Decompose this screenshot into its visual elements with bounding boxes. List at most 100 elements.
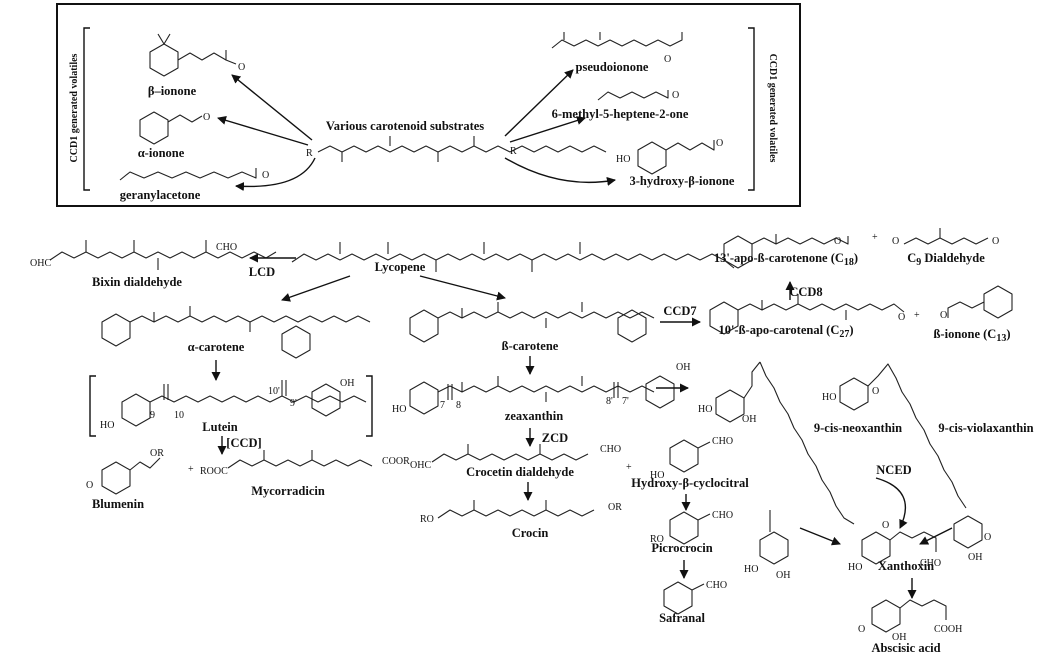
arrow-nced bbox=[875, 477, 908, 529]
c9-dialdehyde-structure: O O bbox=[892, 228, 999, 247]
alpha-carotene-structure bbox=[101, 306, 371, 359]
violaxanthin-ho-label: HO bbox=[822, 392, 836, 403]
arrow-violaxanthin-to-xanthoxin bbox=[919, 527, 953, 545]
rooc-label: ROOC bbox=[200, 466, 228, 477]
violaxanthin-oh-label: OH bbox=[968, 552, 982, 563]
arrow-to-methylheptenone bbox=[509, 116, 586, 143]
substrate-r-left: R bbox=[306, 148, 313, 159]
alpha-carotene-label: α-carotene bbox=[188, 340, 245, 354]
aba-oh-label: OH bbox=[892, 632, 906, 643]
neoxanthin-ho2-label: HO bbox=[744, 564, 758, 575]
arrow-lycopene-to-beta-carotene bbox=[419, 275, 506, 301]
lutein-c10p-label: 10' bbox=[268, 386, 280, 397]
enzyme-ccd8: CCD8 bbox=[789, 285, 822, 299]
zeaxanthin-ho-label: HO bbox=[392, 404, 406, 415]
aba-o-label: O bbox=[858, 624, 865, 635]
safranal-label: Safranal bbox=[659, 611, 705, 625]
methylheptenone-structure: O bbox=[597, 90, 679, 101]
xanthoxin-cho-label: CHO bbox=[920, 558, 941, 569]
picrocrocin-cho-label: CHO bbox=[712, 510, 733, 521]
plus-sign: + bbox=[188, 464, 194, 475]
crocin-ro-label: RO bbox=[420, 514, 434, 525]
violaxanthin-o-label: O bbox=[872, 386, 879, 397]
violaxanthin-label: 9-cis-violaxanthin bbox=[938, 421, 1033, 435]
zeaxanthin-c7-label: 7 bbox=[440, 400, 445, 411]
lutein-oh-label: OH bbox=[340, 378, 354, 389]
product-beta-ionone: β–ionone bbox=[148, 84, 197, 98]
xanthoxin-o-label: O bbox=[882, 520, 889, 531]
hydroxy-ionone-structure: HO O bbox=[616, 138, 723, 175]
blumenin-or-label: OR bbox=[150, 448, 164, 459]
substrate-r-right: R bbox=[510, 146, 517, 157]
violaxanthin-o2-label: O bbox=[984, 532, 991, 543]
product-hydroxy-ionone: 3-hydroxy-β-ionone bbox=[630, 174, 735, 188]
crocetin-ohc-label: OHC bbox=[410, 460, 431, 471]
cyclocitral-cho-label: CHO bbox=[712, 436, 733, 447]
arrow-lycopene-to-alpha-carotene bbox=[281, 275, 351, 302]
bixin-dialdehyde-label: Bixin dialdehyde bbox=[92, 275, 182, 289]
lutein-structure: HO OH 9 10 10' 9' bbox=[89, 375, 373, 437]
box-side-label-left: CCD1 generated volatiles bbox=[69, 53, 80, 162]
oxo-label: O bbox=[238, 62, 245, 73]
product-alpha-ionone: α-ionone bbox=[138, 146, 185, 160]
apo-carotenal-label: 10'-ß-apo-carotenal (C27) bbox=[718, 323, 853, 340]
zeaxanthin-oh-label: OH bbox=[676, 362, 690, 373]
enzyme-lcd: LCD bbox=[249, 265, 275, 279]
zeaxanthin-structure: HO OH 7 8 8' 7' bbox=[392, 362, 690, 415]
oxo-label: O bbox=[262, 170, 269, 181]
geranylacetone-structure: O bbox=[119, 168, 269, 181]
beta-ionone-c13-label: ß-ionone (C13) bbox=[933, 327, 1010, 344]
beta-ionone-structure: O bbox=[149, 33, 245, 77]
enzyme-ccd7: CCD7 bbox=[663, 304, 696, 318]
arrow-to-pseudoionone bbox=[504, 69, 574, 137]
blumenin-o-label: O bbox=[86, 480, 93, 491]
mycorradicin-structure: ROOC COOR bbox=[200, 450, 410, 477]
neoxanthin-label: 9-cis-neoxanthin bbox=[814, 421, 902, 435]
product-methylheptenone: 6-methyl-5-heptene-2-one bbox=[552, 107, 689, 121]
neoxanthin-structure: HO OH HO OH bbox=[698, 361, 855, 581]
carotenoid-substrate-structure: R R bbox=[306, 136, 607, 162]
picrocrocin-label: Picrocrocin bbox=[651, 541, 712, 555]
cyclocitral-ho-label: HO bbox=[650, 470, 664, 481]
crocin-structure: RO OR bbox=[420, 500, 622, 525]
xanthoxin-structure: HO O CHO bbox=[848, 520, 941, 573]
picrocrocin-ro-label: RO bbox=[650, 534, 664, 545]
apo-carotenal-o-label: O bbox=[898, 312, 905, 323]
zeaxanthin-c8p-label: 8' bbox=[606, 396, 613, 407]
c9-o-right: O bbox=[992, 236, 999, 247]
c9-dialdehyde-label: C9 Dialdehyde bbox=[907, 251, 985, 268]
zeaxanthin-c7p-label: 7' bbox=[622, 396, 629, 407]
crocin-label: Crocin bbox=[512, 526, 549, 540]
arrow-to-geranylacetone bbox=[235, 157, 316, 191]
lycopene-structure bbox=[291, 242, 735, 272]
arrow-to-alpha-ionone bbox=[217, 115, 309, 146]
cho-label: CHO bbox=[216, 242, 237, 253]
plus-sign: + bbox=[872, 232, 878, 243]
crocetin-dialdehyde-structure: OHC CHO bbox=[410, 444, 621, 471]
crocetin-dialdehyde-label: Crocetin dialdehyde bbox=[466, 465, 574, 479]
lutein-ho-label: HO bbox=[100, 420, 114, 431]
bixin-dialdehyde-structure: OHC CHO bbox=[30, 240, 277, 270]
safranal-cho-label: CHO bbox=[706, 580, 727, 591]
safranal-structure: CHO bbox=[663, 580, 727, 615]
apo-carotenone-label: 13'-apo-ß-carotenone (C18) bbox=[714, 251, 858, 268]
enzyme-zcd: ZCD bbox=[542, 431, 568, 445]
ohc-label: OHC bbox=[30, 258, 51, 269]
alpha-ionone-structure: O bbox=[139, 111, 210, 145]
abscisic-acid-label: Abscisic acid bbox=[871, 641, 940, 655]
aba-cooh-label: COOH bbox=[934, 624, 962, 635]
xanthoxin-ho-label: HO bbox=[848, 562, 862, 573]
oxo-label: O bbox=[716, 138, 723, 149]
oxo-label: O bbox=[672, 90, 679, 101]
plus-sign: + bbox=[914, 310, 920, 321]
plus-sign: + bbox=[626, 462, 632, 473]
arrow-to-beta-ionone bbox=[231, 74, 313, 141]
violaxanthin-structure: HO O O OH bbox=[822, 363, 991, 563]
lutein-label: Lutein bbox=[202, 420, 237, 434]
hydroxy-label: HO bbox=[616, 154, 630, 165]
neoxanthin-ho-label: HO bbox=[698, 404, 712, 415]
hydroxy-cyclocitral-label: Hydroxy-β-cyclocitral bbox=[631, 476, 749, 490]
apo-carotenal-structure: O bbox=[709, 294, 905, 335]
abscisic-acid-structure: O OH COOH bbox=[858, 599, 962, 643]
zeaxanthin-c8-label: 8 bbox=[456, 400, 461, 411]
